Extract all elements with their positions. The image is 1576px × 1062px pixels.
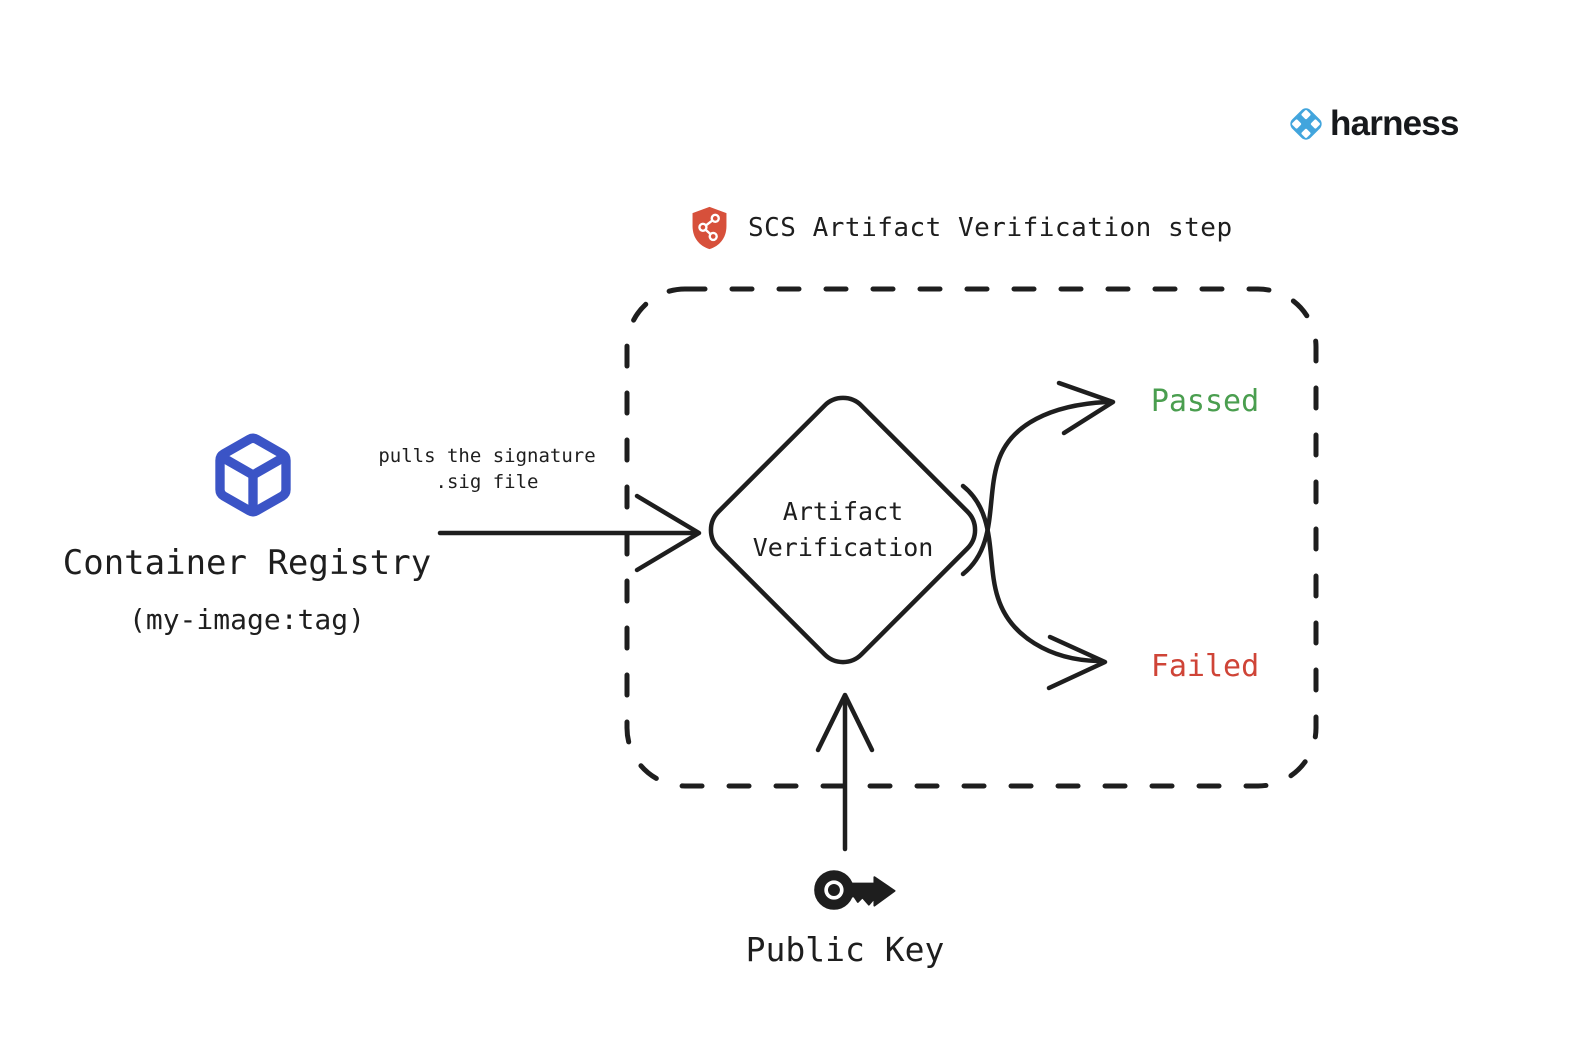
harness-logo-icon xyxy=(1290,108,1322,140)
brand-name: harness xyxy=(1330,104,1459,143)
artifact-verification-label: Artifact Verification xyxy=(723,494,963,566)
container-registry-image-tag: (my-image:tag) xyxy=(128,603,365,636)
public-key-arrow xyxy=(815,692,875,852)
failed-arrow xyxy=(960,483,1108,691)
artifact-verification-label-line1: Artifact xyxy=(782,497,904,526)
verification-step-boundary xyxy=(624,286,1319,789)
public-key-label: Public Key xyxy=(745,930,945,969)
pull-signature-label-line2: .sig file xyxy=(435,471,539,493)
pull-signature-label-line1: pulls the signature xyxy=(378,445,596,467)
pull-signature-arrow xyxy=(437,493,702,573)
passed-arrow xyxy=(960,380,1116,577)
container-registry-label: Container Registry xyxy=(62,543,432,583)
step-title: SCS Artifact Verification step xyxy=(691,205,1233,251)
pull-signature-label: pulls the signature .sig file xyxy=(372,443,602,495)
step-title-label: SCS Artifact Verification step xyxy=(748,213,1233,243)
brand-logo: harness xyxy=(1286,103,1459,145)
key-icon xyxy=(814,870,896,910)
passed-label: Passed xyxy=(1150,384,1260,419)
container-cube-icon xyxy=(215,433,291,517)
supply-chain-shield-icon xyxy=(692,206,727,250)
failed-label: Failed xyxy=(1150,649,1260,684)
artifact-verification-diamond xyxy=(708,395,978,665)
artifact-verification-label-line2: Verification xyxy=(752,533,934,562)
